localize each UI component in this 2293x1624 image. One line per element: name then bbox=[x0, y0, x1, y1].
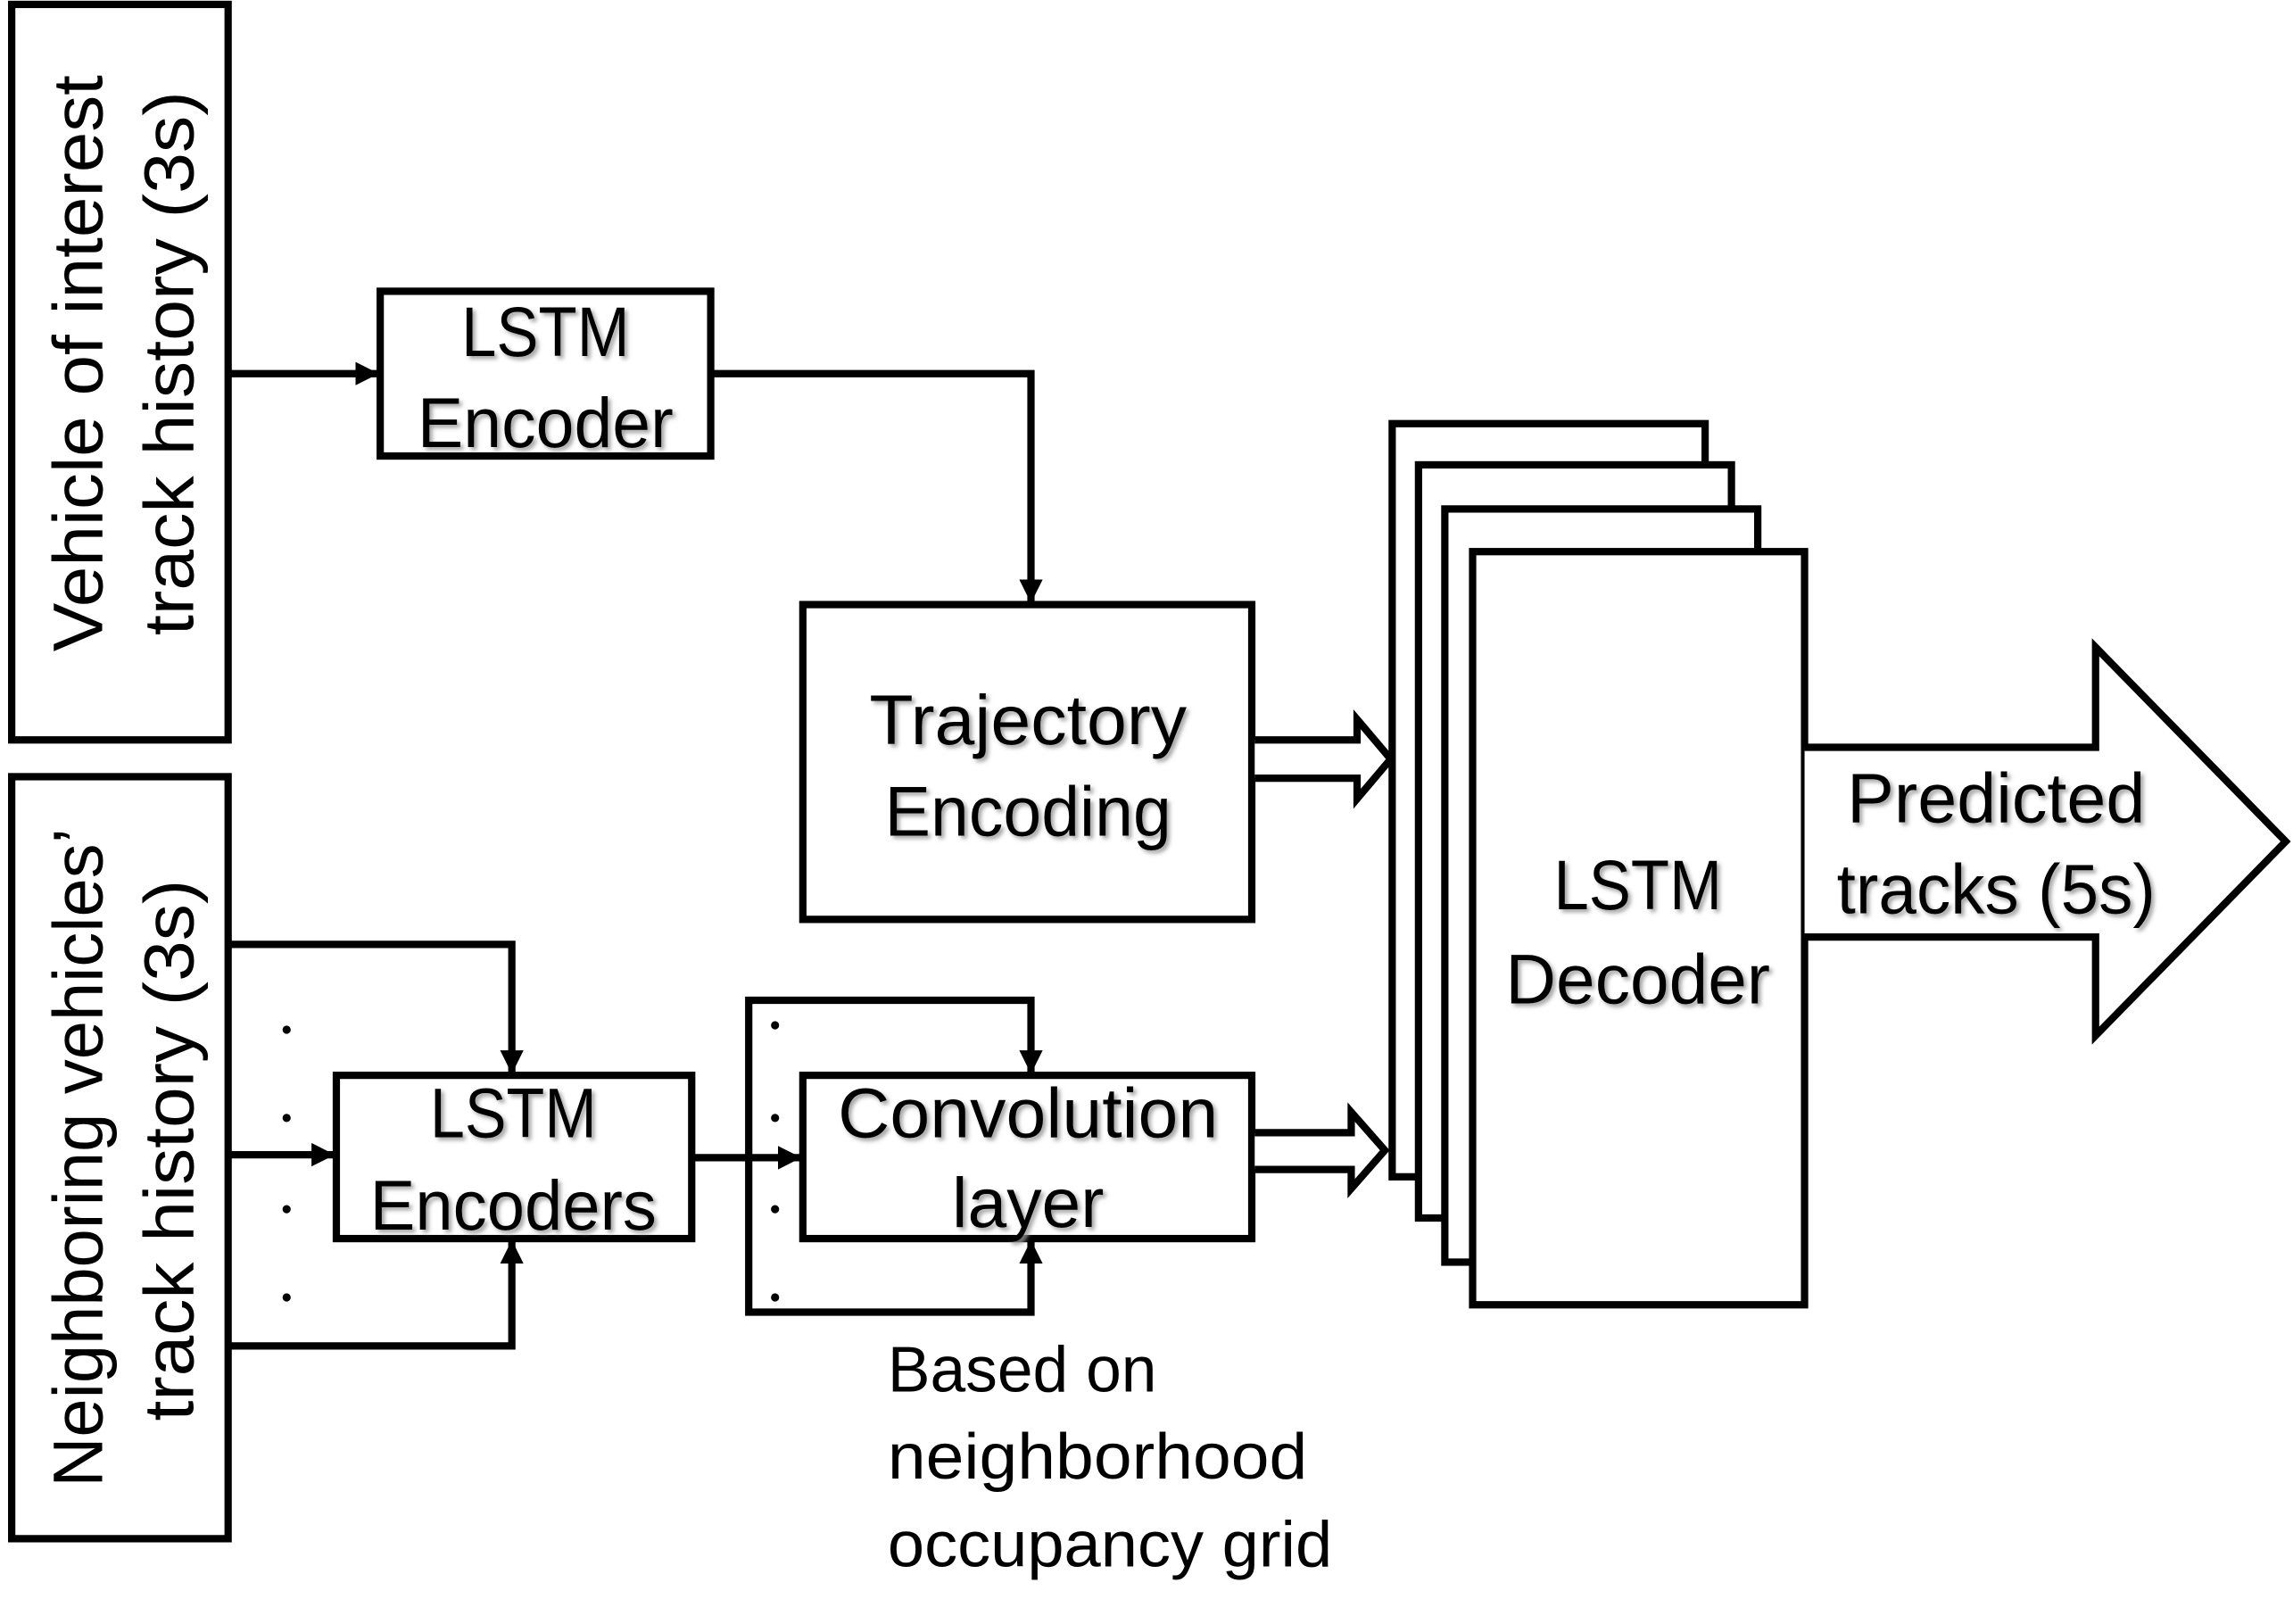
arrow-neighbors-bottom-to-encoders bbox=[228, 1239, 524, 1350]
arrow-grid-top-to-convolution bbox=[745, 996, 1043, 1158]
ellipsis-dot bbox=[282, 1025, 291, 1034]
arrow-encoder-to-trajectory bbox=[710, 369, 1043, 603]
ellipsis-dot bbox=[771, 1021, 780, 1030]
trajectory-encoding-label-line1: Trajectory bbox=[869, 681, 1187, 759]
output-arrow bbox=[1804, 638, 2291, 1045]
ellipsis-dot bbox=[771, 1114, 780, 1123]
neighbors-history-box bbox=[8, 773, 232, 1543]
lstm-encoder-label-line1: LSTM bbox=[461, 293, 629, 371]
convolution-layer-label-line2: layer bbox=[952, 1164, 1104, 1242]
ego-history-block: Vehicle of interest track history (3s) bbox=[8, 0, 232, 744]
ellipsis-dot bbox=[771, 1205, 780, 1214]
ellipsis-dot bbox=[282, 1205, 291, 1214]
lstm-decoder-box bbox=[1469, 548, 1809, 1309]
lstm-encoder-block: LSTM Encoder bbox=[377, 287, 715, 462]
lstm-decoder-stack: LSTM Decoder bbox=[1388, 419, 1809, 1309]
trajectory-encoding-box bbox=[799, 601, 1256, 924]
arrow-convolution-to-decoder bbox=[1254, 1102, 1390, 1198]
lstm-decoder-label-line1: LSTM bbox=[1553, 846, 1721, 924]
neighbors-ellipsis-dots bbox=[282, 1025, 291, 1302]
convolution-layer-box bbox=[799, 1071, 1256, 1243]
arrow-trajectory-to-decoder bbox=[1254, 708, 1396, 809]
trajectory-encoding-label-line2: Encoding bbox=[885, 772, 1171, 850]
caption-line1: Based on bbox=[888, 1334, 1157, 1405]
lstm-decoder-label-line2: Decoder bbox=[1505, 940, 1770, 1018]
lstm-encoder-label-line2: Encoder bbox=[418, 384, 674, 462]
output-label-line1: Predicted bbox=[1847, 758, 2145, 837]
convolution-layer-label-line1: Convolution bbox=[838, 1073, 1218, 1152]
ellipsis-dot bbox=[282, 1293, 291, 1302]
trajectory-encoding-block: Trajectory Encoding bbox=[799, 601, 1256, 924]
ego-history-label-line2: track history (3s) bbox=[130, 91, 209, 635]
lstm-encoders-label-line2: Encoders bbox=[370, 1166, 657, 1245]
ellipsis-dot bbox=[771, 1293, 780, 1302]
occupancy-grid-caption: Based on neighborhood occupancy grid bbox=[888, 1334, 1332, 1580]
output-arrow-block: Predicted tracks (5s) bbox=[1804, 638, 2291, 1045]
ego-history-box bbox=[8, 0, 232, 744]
arrow-neighbors-top-to-encoders bbox=[228, 940, 524, 1074]
ellipsis-dot bbox=[282, 1114, 291, 1123]
neighbors-history-label-line1: Neighboring vehicles’ bbox=[39, 828, 118, 1487]
caption-line2: neighborhood bbox=[888, 1421, 1307, 1493]
neighbors-history-block: Neighboring vehicles’ track history (3s) bbox=[8, 773, 232, 1543]
neighbors-history-label-line2: track history (3s) bbox=[130, 880, 209, 1421]
grid-ellipsis-dots bbox=[771, 1021, 780, 1302]
ego-history-label-line1: Vehicle of interest bbox=[39, 75, 118, 651]
convolution-layer-block: Convolution layer bbox=[799, 1071, 1256, 1243]
caption-line3: occupancy grid bbox=[888, 1510, 1332, 1581]
lstm-encoder-box bbox=[377, 287, 715, 460]
output-label-line2: tracks (5s) bbox=[1837, 850, 2156, 929]
lstm-encoders-block: LSTM Encoders bbox=[332, 1071, 696, 1245]
arrow-grid-bottom-to-convolution bbox=[745, 1157, 1043, 1316]
lstm-encoders-label-line1: LSTM bbox=[430, 1073, 597, 1152]
